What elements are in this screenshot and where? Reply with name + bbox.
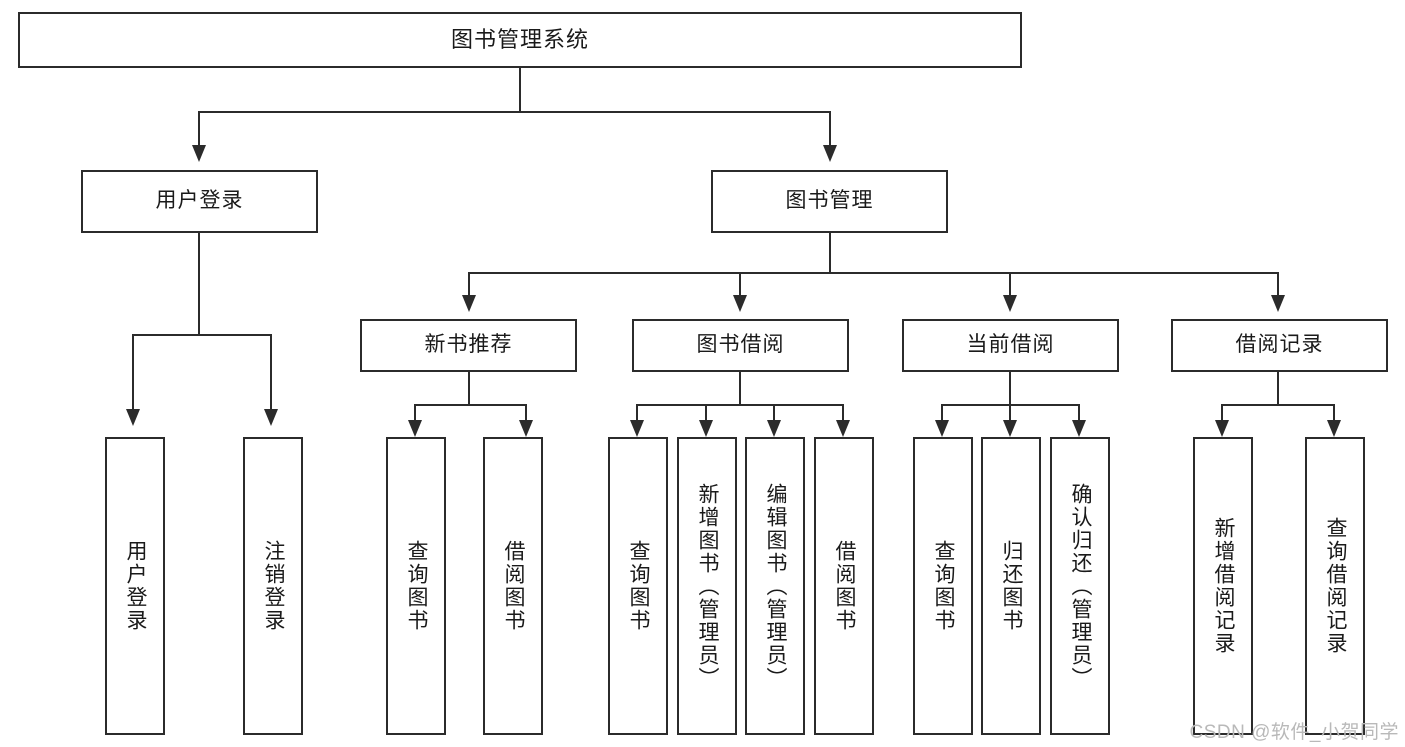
edge-current-borrow-stem xyxy=(1009,372,1012,406)
edge-book-manage-stem xyxy=(829,233,832,274)
node-leaf-borrow-add[interactable]: 新增图书（管理员） xyxy=(677,437,737,735)
edge-root-to-user-login xyxy=(198,111,201,146)
arrow-book-borrow-to-leaf-1 xyxy=(630,420,644,437)
node-book-manage[interactable]: 图书管理 xyxy=(711,170,948,233)
edge-user-login-to-leaf-1 xyxy=(132,334,135,410)
node-borrow-record[interactable]: 借阅记录 xyxy=(1171,319,1388,372)
edge-current-borrow-to-leaf-1 xyxy=(941,404,944,422)
arrow-new-book-rec-to-leaf-2 xyxy=(519,420,533,437)
node-leaf-rec-add-label: 新增借阅记录 xyxy=(1212,517,1236,655)
node-leaf-cur-confirm-label: 确认归还（管理员） xyxy=(1069,482,1093,690)
node-leaf-rec-query-record[interactable]: 查询借阅记录 xyxy=(1305,437,1365,735)
node-borrow-record-label: 借阅记录 xyxy=(1235,333,1324,357)
node-leaf-borrow-query-label: 查询图书 xyxy=(627,540,651,632)
node-leaf-rec-add[interactable]: 新增借阅记录 xyxy=(1193,437,1253,735)
edge-borrow-record-stem xyxy=(1277,372,1280,406)
node-leaf-rec-borrow-label: 借阅图书 xyxy=(502,540,526,632)
arrow-book-borrow-to-leaf-2 xyxy=(699,420,713,437)
node-leaf-rec-query[interactable]: 查询图书 xyxy=(386,437,446,735)
edge-book-manage-to-current-borrow xyxy=(1009,272,1012,296)
node-current-borrow[interactable]: 当前借阅 xyxy=(902,319,1119,372)
edge-new-book-rec-stem xyxy=(468,372,471,406)
arrow-book-borrow-to-leaf-3 xyxy=(767,420,781,437)
arrow-book-borrow-to-leaf-4 xyxy=(836,420,850,437)
node-leaf-rec-borrow[interactable]: 借阅图书 xyxy=(483,437,543,735)
node-leaf-cur-confirm[interactable]: 确认归还（管理员） xyxy=(1050,437,1110,735)
node-leaf-user-login-label: 用户登录 xyxy=(124,540,148,632)
edge-book-borrow-to-leaf-4 xyxy=(842,404,845,422)
node-root-label: 图书管理系统 xyxy=(450,27,589,53)
arrow-borrow-record-to-leaf-1 xyxy=(1215,420,1229,437)
node-leaf-cur-return-label: 归还图书 xyxy=(1000,540,1024,632)
node-leaf-cur-return[interactable]: 归还图书 xyxy=(981,437,1041,735)
arrow-current-borrow-to-leaf-2 xyxy=(1003,420,1017,437)
node-leaf-rec-query-record-label: 查询借阅记录 xyxy=(1324,517,1348,655)
arrow-book-manage-to-book-borrow xyxy=(733,295,747,312)
edge-book-borrow-to-leaf-3 xyxy=(773,404,776,422)
node-book-manage-label: 图书管理 xyxy=(785,189,874,213)
node-leaf-borrow-edit[interactable]: 编辑图书（管理员） xyxy=(745,437,805,735)
edge-borrow-record-to-leaf-2 xyxy=(1333,404,1336,422)
node-user-login[interactable]: 用户登录 xyxy=(81,170,318,233)
node-current-borrow-label: 当前借阅 xyxy=(966,333,1055,357)
edge-book-borrow-stem xyxy=(739,372,742,406)
edge-root-stem xyxy=(519,68,522,113)
edge-new-book-rec-to-leaf-1 xyxy=(414,404,417,422)
node-leaf-borrow-add-label: 新增图书（管理员） xyxy=(696,482,720,690)
arrow-root-to-book-manage xyxy=(823,145,837,162)
edge-user-login-stem xyxy=(198,233,201,336)
arrow-root-to-user-login xyxy=(192,145,206,162)
edge-user-login-bar xyxy=(132,334,272,337)
node-new-book-rec-label: 新书推荐 xyxy=(424,333,513,357)
arrow-book-manage-to-new-book-rec xyxy=(462,295,476,312)
arrow-current-borrow-to-leaf-3 xyxy=(1072,420,1086,437)
node-leaf-cur-query-label: 查询图书 xyxy=(932,540,956,632)
node-root[interactable]: 图书管理系统 xyxy=(18,12,1022,68)
csdn-watermark: CSDN @软件_小贺同学 xyxy=(1189,722,1399,743)
edge-borrow-record-to-leaf-1 xyxy=(1221,404,1224,422)
edge-book-borrow-bar xyxy=(636,404,843,407)
arrow-user-login-to-leaf-2 xyxy=(264,409,278,426)
edge-book-borrow-to-leaf-1 xyxy=(636,404,639,422)
edge-user-login-to-leaf-2 xyxy=(270,334,273,410)
arrow-new-book-rec-to-leaf-1 xyxy=(408,420,422,437)
edge-book-manage-to-borrow-record xyxy=(1277,272,1280,296)
arrow-book-manage-to-current-borrow xyxy=(1003,295,1017,312)
node-leaf-borrow-query[interactable]: 查询图书 xyxy=(608,437,668,735)
node-leaf-user-logout-label: 注销登录 xyxy=(262,540,286,632)
node-leaf-borrow-lend[interactable]: 借阅图书 xyxy=(814,437,874,735)
edge-root-to-book-manage xyxy=(829,111,832,146)
edge-book-manage-to-book-borrow xyxy=(739,272,742,296)
node-new-book-rec[interactable]: 新书推荐 xyxy=(360,319,577,372)
node-leaf-borrow-edit-label: 编辑图书（管理员） xyxy=(764,482,788,690)
edge-current-borrow-to-leaf-2 xyxy=(1009,404,1012,422)
node-book-borrow-label: 图书借阅 xyxy=(696,333,785,357)
arrow-current-borrow-to-leaf-1 xyxy=(935,420,949,437)
edge-borrow-record-bar xyxy=(1221,404,1335,407)
edge-new-book-rec-to-leaf-2 xyxy=(525,404,528,422)
node-user-login-label: 用户登录 xyxy=(155,189,244,213)
node-book-borrow[interactable]: 图书借阅 xyxy=(632,319,849,372)
edge-book-manage-to-new-book-rec xyxy=(468,272,471,296)
node-leaf-cur-query[interactable]: 查询图书 xyxy=(913,437,973,735)
edge-book-manage-bar xyxy=(468,272,1279,275)
edge-new-book-rec-bar xyxy=(414,404,527,407)
arrow-book-manage-to-borrow-record xyxy=(1271,295,1285,312)
node-leaf-borrow-lend-label: 借阅图书 xyxy=(833,540,857,632)
edge-book-borrow-to-leaf-2 xyxy=(705,404,708,422)
node-leaf-user-login[interactable]: 用户登录 xyxy=(105,437,165,735)
arrow-borrow-record-to-leaf-2 xyxy=(1327,420,1341,437)
edge-root-bar xyxy=(198,111,831,114)
arrow-user-login-to-leaf-1 xyxy=(126,409,140,426)
node-leaf-rec-query-label: 查询图书 xyxy=(405,540,429,632)
node-leaf-user-logout[interactable]: 注销登录 xyxy=(243,437,303,735)
edge-current-borrow-to-leaf-3 xyxy=(1078,404,1081,422)
